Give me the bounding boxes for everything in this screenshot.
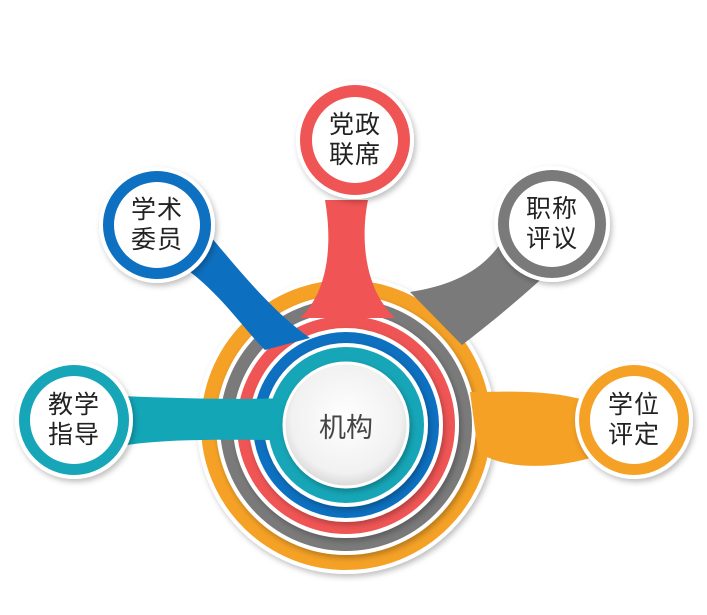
center-label: 机构 [296,400,396,450]
node-jiaoxue-line2: 指导 [47,420,100,449]
node-xueshu-line2: 委员 [130,225,183,254]
node-xueshu-inner [114,182,200,268]
node-dangzheng-label: 党政 联席 [315,105,395,175]
node-zhicheng-line1: 职称 [525,194,578,223]
branch-jiaoxue [120,396,285,446]
node-jiaoxue-line1: 教学 [47,390,100,419]
node-xuewei-inner [590,376,678,464]
node-jiaoxue-inner [30,376,118,464]
node-zhicheng-line2: 评议 [525,224,578,253]
node-zhicheng-label: 职称 评议 [512,189,592,259]
branch-xuewei [470,391,600,466]
node-dangzheng-line2: 联席 [328,140,381,169]
node-xuewei-label: 学位 评定 [594,385,674,455]
branch-xueshu [170,230,310,350]
node-xuewei-line2: 评定 [607,420,660,449]
node-zhicheng-inner [509,181,595,267]
node-xuewei-line1: 学位 [607,390,660,419]
node-jiaoxue-label: 教学 指导 [34,385,114,455]
node-xueshu-line1: 学术 [130,195,183,224]
node-dangzheng-inner [312,97,398,183]
node-xueshu-label: 学术 委员 [117,190,197,260]
branch-dangzheng [300,200,395,318]
center-hub [282,361,410,489]
center-label-text: 机构 [319,412,373,444]
node-dangzheng-line1: 党政 [328,110,381,139]
